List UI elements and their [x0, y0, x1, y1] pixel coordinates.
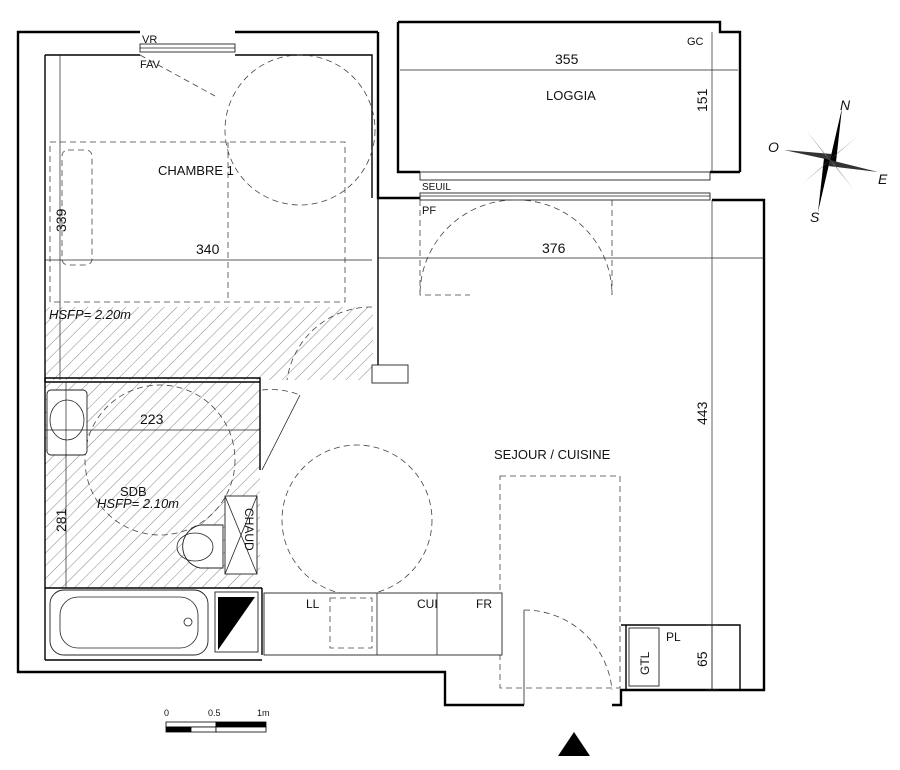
window-chambre — [139, 43, 236, 53]
door-swings — [139, 54, 613, 705]
compass-s: S — [810, 209, 820, 225]
dim-sdb-depth: 281 — [53, 508, 69, 532]
dim-sejour-width: 376 — [542, 240, 566, 256]
dim-chambre-width: 340 — [196, 241, 220, 257]
room-label-loggia: LOGGIA — [546, 88, 596, 103]
dimension-lines — [45, 32, 764, 691]
kitchen-counter — [263, 592, 503, 656]
bed-outline — [49, 141, 346, 303]
scale-zero: 0 — [164, 708, 169, 718]
room-label-sejour: SEJOUR / CUISINE — [494, 447, 611, 462]
entrance-arrow-icon — [558, 732, 590, 756]
dim-loggia-depth: 151 — [694, 88, 710, 112]
hsfp-label-sdb: HSFP= 2.10m — [97, 496, 179, 511]
dim-chambre-depth: 339 — [53, 208, 69, 232]
compass-o: O — [768, 139, 779, 155]
label-vr: VR — [142, 34, 157, 46]
label-seuil: SEUIL — [422, 182, 451, 193]
scale-half: 0.5 — [208, 708, 221, 718]
label-fav: FAV — [140, 59, 161, 71]
label-pl: PL — [666, 630, 681, 644]
label-chaud: CHAUD — [242, 508, 256, 551]
window-loggia — [419, 171, 711, 201]
label-ll: LL — [306, 597, 320, 611]
compass-rose-icon: N S E O — [768, 97, 888, 225]
sejour-furniture-zone — [499, 475, 621, 689]
bathroom-fixtures — [46, 389, 259, 656]
turning-circle-sejour — [281, 444, 433, 596]
dim-gtl-pl: 65 — [694, 651, 710, 667]
hsfp-label-chambre: HSFP= 2.20m — [49, 307, 131, 322]
label-fr: FR — [476, 597, 492, 611]
label-pf: PF — [422, 205, 436, 217]
room-label-sdb: SDB — [120, 484, 147, 499]
label-gc: GC — [687, 36, 704, 48]
label-cui: CUI — [417, 597, 438, 611]
dim-loggia-width: 355 — [555, 51, 579, 67]
room-label-chambre: CHAMBRE 1 — [158, 163, 234, 178]
hsfp-zone-chambre — [45, 307, 373, 380]
turning-circle-chambre — [224, 54, 376, 206]
label-gtl: GTL — [638, 651, 652, 675]
scale-bar: 0 0.5 1m — [164, 708, 270, 733]
dim-sdb-width: 223 — [140, 411, 164, 427]
walls — [16, 20, 766, 707]
dim-sejour-depth: 443 — [694, 401, 710, 425]
gtl-panel — [628, 627, 660, 687]
turning-circle-sdb — [84, 384, 236, 536]
compass-e: E — [878, 171, 888, 187]
compass-n: N — [840, 97, 851, 113]
scale-one: 1m — [257, 708, 270, 718]
